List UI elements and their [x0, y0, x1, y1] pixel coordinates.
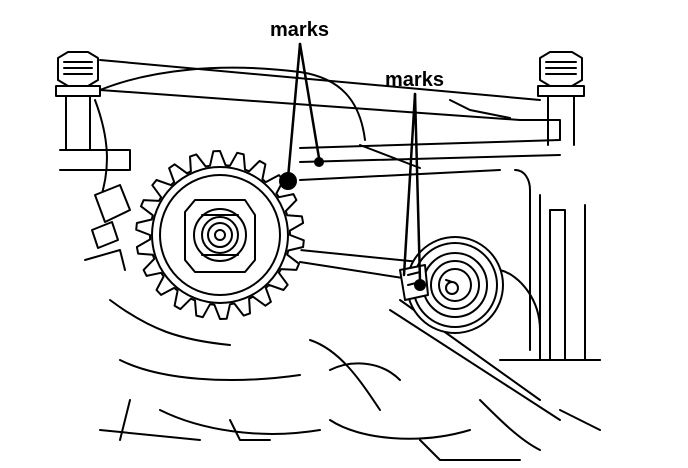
right-leader-b	[413, 92, 422, 283]
engine-housing	[59, 59, 601, 461]
crank-mark-dot	[279, 172, 297, 190]
right-leader-a	[402, 92, 417, 277]
crank-sprocket	[135, 150, 305, 320]
timing-mark-dots	[279, 157, 426, 291]
right-bolt	[537, 51, 585, 146]
left-leader-a	[286, 42, 302, 180]
cover-mark-dot	[314, 157, 324, 167]
left-marks-label: marks	[270, 19, 329, 41]
callout-leaders	[286, 42, 422, 283]
right-marks-label: marks	[385, 69, 444, 91]
left-bolt	[55, 51, 101, 151]
pulley-mark-dot	[414, 279, 426, 291]
left-leader-b	[298, 42, 321, 160]
